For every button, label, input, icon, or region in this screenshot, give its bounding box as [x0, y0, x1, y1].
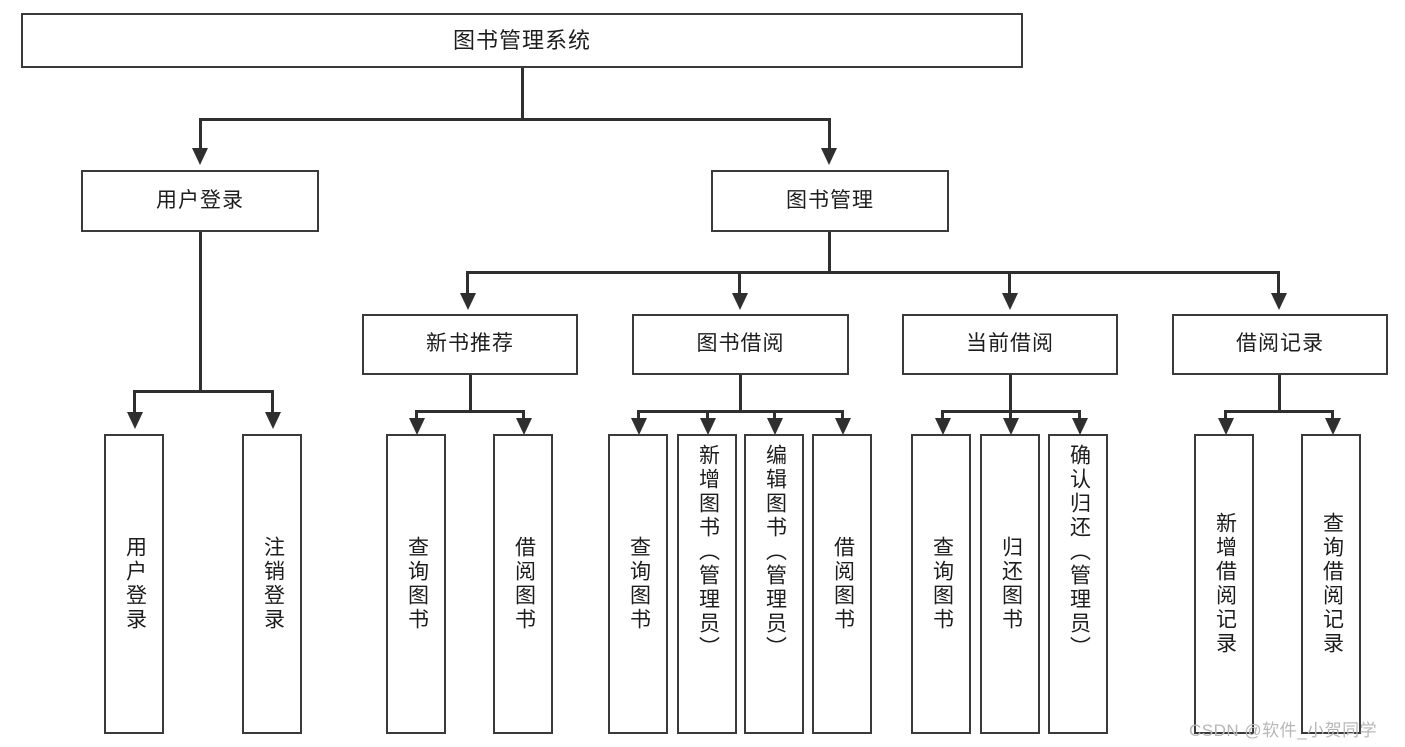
node-label: 图书借阅: [696, 332, 785, 356]
node-label: 用户登录: [156, 188, 244, 212]
leaf-add-borrow-record[interactable]: 新增借阅记录: [1194, 434, 1254, 734]
connector-user-login-branch-2: [271, 390, 274, 412]
connector-book-borrow-stem: [739, 375, 742, 410]
node-label: 查询图书: [405, 536, 429, 632]
node-label: 编辑图书（管理员）: [763, 444, 787, 660]
connector-to-borrow-record: [1277, 271, 1280, 293]
node-label: 注销登录: [261, 536, 285, 632]
node-label: 归还图书: [999, 536, 1023, 632]
arrow-to-user-login: [192, 148, 208, 165]
arrow-to-borrow-record: [1271, 293, 1287, 310]
arrow-to-leaf-query-record: [1325, 418, 1341, 435]
connector-new-book-bus: [415, 410, 525, 413]
connector-borrow-record-stem: [1278, 375, 1281, 410]
node-label: 当前借阅: [966, 332, 1054, 356]
connector-book-borrow-branch-2: [706, 410, 709, 420]
leaf-borrow-book[interactable]: 借阅图书: [812, 434, 872, 734]
arrow-to-leaf-edit-book: [767, 418, 783, 435]
connector-new-book-branch-2: [522, 410, 525, 420]
connector-root-bus: [199, 118, 831, 121]
node-label: 确认归还（管理员）: [1067, 444, 1091, 660]
connector-level3-bus: [466, 271, 1280, 274]
connector-root-to-book-manage: [828, 118, 831, 148]
arrow-to-leaf-confirm-return: [1072, 418, 1088, 435]
node-borrow-record[interactable]: 借阅记录: [1172, 314, 1388, 375]
connector-book-borrow-branch-1: [637, 410, 640, 420]
arrow-to-leaf-logout: [265, 412, 281, 429]
connector-current-borrow-branch-2: [1009, 410, 1012, 420]
leaf-borrow-book-recommend[interactable]: 借阅图书: [493, 434, 553, 734]
connector-borrow-record-branch-1: [1224, 410, 1227, 420]
leaf-edit-book-admin[interactable]: 编辑图书（管理员）: [744, 434, 804, 734]
node-label: 借阅图书: [512, 536, 536, 632]
connector-current-borrow-stem: [1009, 375, 1012, 410]
node-label: 借阅图书: [831, 536, 855, 632]
arrow-to-leaf-return-book: [1003, 418, 1019, 435]
connector-borrow-record-bus: [1224, 410, 1334, 413]
leaf-add-book-admin[interactable]: 新增图书（管理员）: [677, 434, 737, 734]
node-book-borrow[interactable]: 图书借阅: [632, 314, 849, 375]
arrow-to-leaf-borrow-book-2: [835, 418, 851, 435]
connector-user-login-bus: [133, 390, 274, 393]
leaf-query-book-current[interactable]: 查询图书: [911, 434, 971, 734]
node-label: 查询图书: [930, 536, 954, 632]
connector-to-new-book: [466, 271, 469, 293]
connector-borrow-record-branch-2: [1331, 410, 1334, 420]
node-label: 新增图书（管理员）: [696, 444, 720, 660]
node-label: 图书管理系统: [452, 27, 591, 53]
leaf-logout[interactable]: 注销登录: [242, 434, 302, 734]
node-root-system[interactable]: 图书管理系统: [21, 13, 1023, 68]
node-label: 用户登录: [123, 536, 147, 632]
connector-root-stem: [521, 68, 524, 118]
connector-new-book-branch-1: [415, 410, 418, 420]
connector-user-login-stem: [199, 232, 202, 390]
node-current-borrow[interactable]: 当前借阅: [902, 314, 1118, 375]
leaf-user-login[interactable]: 用户登录: [104, 434, 164, 734]
node-label: 新书推荐: [426, 332, 514, 356]
node-label: 图书管理: [786, 188, 874, 212]
arrow-to-book-manage: [821, 148, 837, 165]
arrow-to-current-borrow: [1002, 293, 1018, 310]
connector-to-current-borrow: [1008, 271, 1011, 293]
arrow-to-leaf-add-record: [1218, 418, 1234, 435]
connector-book-management-stem: [828, 232, 831, 271]
connector-book-borrow-bus: [637, 410, 843, 413]
leaf-query-borrow-record[interactable]: 查询借阅记录: [1301, 434, 1361, 734]
connector-current-borrow-branch-1: [941, 410, 944, 420]
arrow-to-leaf-query-book-2: [631, 418, 647, 435]
node-user-login[interactable]: 用户登录: [81, 170, 319, 232]
connector-current-borrow-branch-3: [1078, 410, 1081, 420]
arrow-to-leaf-query-book-3: [935, 418, 951, 435]
node-label: 查询借阅记录: [1320, 512, 1344, 656]
connector-book-borrow-branch-4: [841, 410, 844, 420]
node-new-book-recommend[interactable]: 新书推荐: [362, 314, 578, 375]
leaf-return-book[interactable]: 归还图书: [980, 434, 1040, 734]
leaf-query-book-recommend[interactable]: 查询图书: [386, 434, 446, 734]
node-label: 新增借阅记录: [1213, 512, 1237, 656]
node-label: 借阅记录: [1236, 332, 1324, 356]
arrow-to-book-borrow: [732, 293, 748, 310]
arrow-to-leaf-query-book-1: [409, 418, 425, 435]
connector-book-borrow-branch-3: [773, 410, 776, 420]
node-label: 查询图书: [627, 536, 651, 632]
arrow-to-leaf-user-login: [127, 412, 143, 429]
leaf-confirm-return-admin[interactable]: 确认归还（管理员）: [1048, 434, 1108, 734]
connector-root-to-user-login: [199, 118, 202, 148]
connector-new-book-stem: [469, 375, 472, 410]
node-book-management[interactable]: 图书管理: [711, 170, 949, 232]
arrow-to-leaf-add-book: [700, 418, 716, 435]
connector-user-login-branch-1: [133, 390, 136, 412]
arrow-to-new-book: [460, 293, 476, 310]
leaf-query-book-borrow[interactable]: 查询图书: [608, 434, 668, 734]
connector-to-book-borrow: [738, 271, 741, 293]
arrow-to-leaf-borrow-book-1: [516, 418, 532, 435]
